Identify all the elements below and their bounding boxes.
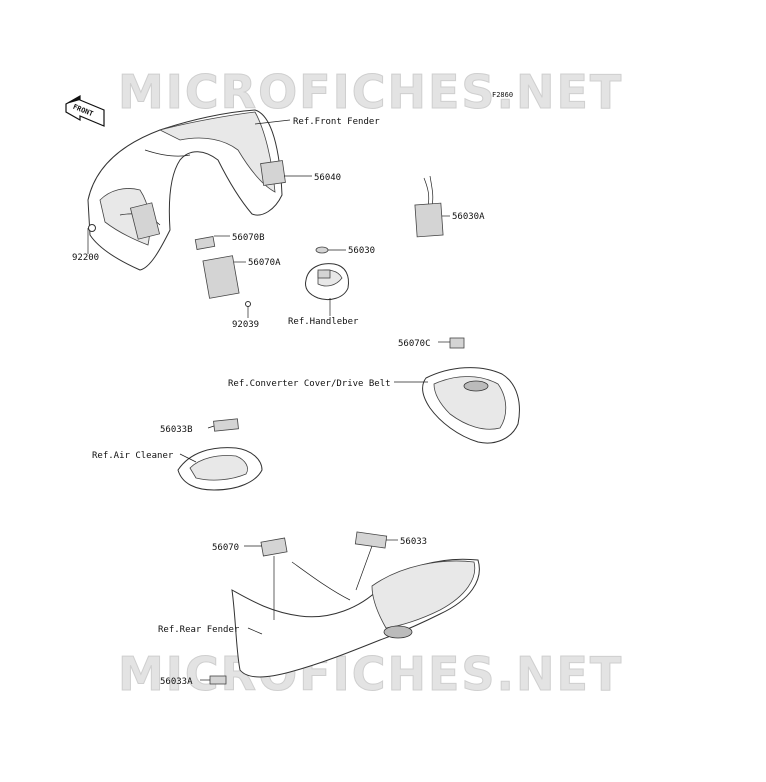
converter-cover [422,367,520,444]
label-56030: 56030 [348,246,375,256]
label-ref-handleber: Ref.Handleber [288,317,359,327]
decal-56070 [260,537,288,557]
watermark-bottom: MICROFICHES.NET [118,647,623,701]
decal-56033b [213,418,239,432]
label-56070b: 56070B [232,233,265,243]
label-56070a: 56070A [248,258,281,268]
decal-56070b [194,236,216,250]
tag-56030a [414,175,444,238]
air-cleaner [177,447,263,491]
decal-56070c [449,337,465,349]
label-ref-rear-fender: Ref.Rear Fender [158,625,240,635]
label-ref-air-cleaner: Ref.Air Cleaner [92,451,174,461]
leader-lines [87,119,450,681]
label-56033b: 56033B [160,425,193,435]
label-92039: 92039 [232,320,259,330]
label-56033a: 56033A [160,677,193,687]
label-ref-converter: Ref.Converter Cover/Drive Belt [228,379,391,389]
front-fender [87,109,283,271]
diagram-code: F2860 [492,91,513,99]
front-arrow-icon: FRONT [65,94,105,127]
label-92200: 92200 [72,253,99,263]
label-56070: 56070 [212,543,239,553]
label-56040: 56040 [314,173,341,183]
watermark-top: MICROFICHES.NET [118,65,623,119]
handlebar-cover [305,263,349,301]
decal-56033 [354,531,388,549]
washer-56030 [315,246,329,254]
clip-92200 [88,224,96,232]
label-56033: 56033 [400,537,427,547]
decal-56033a [209,675,227,685]
label-ref-front-fender: Ref.Front Fender [293,117,380,127]
rear-fender [231,558,480,678]
label-56030a: 56030A [452,212,485,222]
rivet-92039 [245,301,251,307]
decal-56070a [202,255,240,299]
decal-56040 [260,160,286,186]
label-56070c: 56070C [398,339,431,349]
